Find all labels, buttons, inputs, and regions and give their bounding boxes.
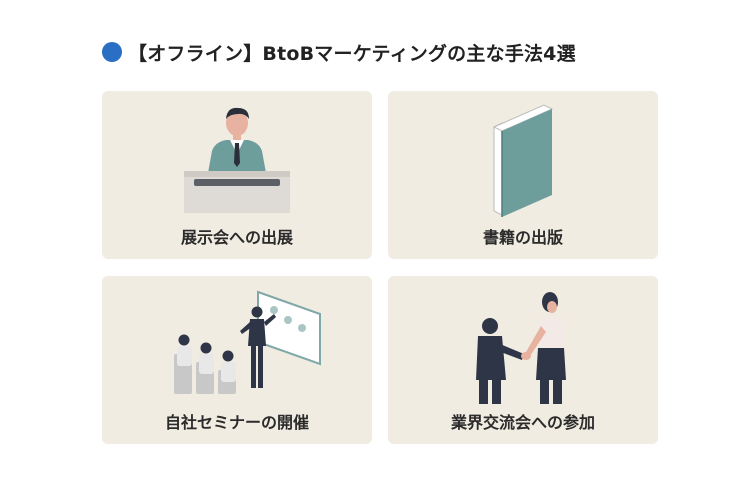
card-label: 自社セミナーの開催 xyxy=(164,413,309,432)
card-label: 業界交流会への参加 xyxy=(450,413,595,432)
card-label: 書籍の出版 xyxy=(482,228,563,247)
book-icon xyxy=(492,104,554,217)
page-title: 【オフライン】BtoBマーケティングの主な手法4選 xyxy=(128,42,576,65)
card-label: 展示会への出展 xyxy=(180,228,293,247)
card-exhibition: 展示会への出展 xyxy=(102,91,372,259)
seminar-presentation-icon xyxy=(174,290,321,394)
speaker-at-podium-icon xyxy=(184,107,290,213)
bullet-dot-icon xyxy=(102,42,122,62)
card-book-publishing: 書籍の出版 xyxy=(388,91,658,259)
card-seminar: 自社セミナーの開催 xyxy=(102,276,372,444)
handshake-icon xyxy=(476,292,566,404)
section-heading: 【オフライン】BtoBマーケティングの主な手法4選 xyxy=(102,38,576,66)
card-networking: 業界交流会への参加 xyxy=(388,276,658,444)
